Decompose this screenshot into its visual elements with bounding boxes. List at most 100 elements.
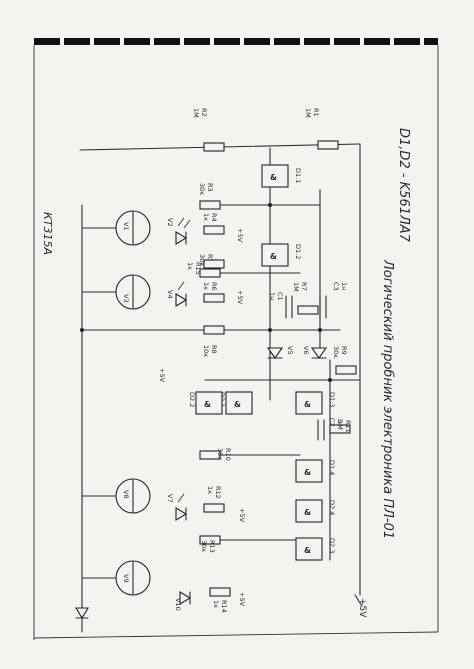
junction-dot [268,328,272,332]
junction-dot [318,328,322,332]
svg-text:C3: C3 [332,282,340,291]
led-v7: V7 [166,493,188,521]
svg-text:C2: C2 [328,418,336,427]
svg-text:V2: V2 [166,218,174,227]
gate-d2-4: & D2.4 [295,499,336,523]
led-v4: V4 [166,281,188,307]
gate-d1-1: & D1.1 [261,164,302,188]
svg-text:V9: V9 [122,574,130,583]
svg-text:&: & [304,400,311,409]
resistor-r4: R4 1к [202,213,225,235]
svg-text:1М: 1М [292,282,300,292]
gate-d2-3: & D2.3 [295,537,336,561]
capacitor-c2: C2 1н [317,418,344,441]
document-title: Логический пробник электроника ПЛ-01 [380,259,395,539]
svg-text:R15: R15 [194,262,202,275]
transistor-v9: V9 [81,560,151,596]
gate-d1-3: & D1.3 [295,391,336,415]
svg-text:R3: R3 [206,183,214,192]
chip-note: D1,D2 - K561ЛА7 [396,128,411,243]
gate-d1-2: & D1.2 [261,243,302,267]
svg-text:V3: V3 [122,294,130,303]
svg-text:R8: R8 [210,345,218,354]
svg-text:1М: 1М [336,420,344,430]
svg-text:30к: 30к [198,254,206,266]
resistor-r13: R13 30к [199,535,221,553]
svg-text:D2.4: D2.4 [328,500,336,515]
svg-text:&: & [304,508,311,517]
svg-text:&: & [304,468,311,477]
svg-text:1к: 1к [212,600,220,608]
svg-text:1к: 1к [206,486,214,494]
svg-text:&: & [204,400,211,409]
led-v2: V2 [166,217,191,245]
svg-text:1н: 1н [340,282,348,290]
svg-text:D1.1: D1.1 [294,168,302,183]
svg-text:1к: 1к [202,282,210,290]
resistor-r15: R15 1к [186,259,225,275]
junction-dot [80,328,84,332]
svg-text:D2.2: D2.2 [188,392,196,407]
resistor-r1: R1 1М [304,108,339,150]
svg-text:V7: V7 [166,494,174,503]
frame-bottom [33,631,439,639]
svg-text:&: & [270,173,277,182]
svg-text:30к: 30к [332,346,340,358]
resistor-r10: R10 30к [199,448,232,461]
plus5v-label-1: +5V [236,228,244,243]
svg-text:R7: R7 [300,282,308,291]
plus5v-label-2: +5V [236,290,244,305]
svg-text:V6: V6 [302,346,310,355]
capacitor-c3: C3 1н [319,282,348,319]
resistor-r14: R14 1к [209,587,231,613]
plus5v-label-5: +5V [238,592,246,607]
diode-v5: V5 [266,346,294,359]
svg-text:1М: 1М [192,108,200,118]
plus5v-rail-end [354,594,363,607]
gate-d1-4: & D1.4 [295,459,336,483]
svg-text:R9: R9 [340,346,348,355]
svg-text:C1: C1 [276,292,284,301]
svg-text:1к: 1к [186,262,194,270]
svg-text:10к: 10к [202,345,210,357]
svg-text:V4: V4 [166,290,174,299]
svg-text:D1.3: D1.3 [328,392,336,407]
gate-d2-1: & D2.1 [218,391,253,415]
led-v10: V10 [174,591,192,611]
junction-dot [268,203,272,207]
plus5v-label-3: +5V [158,368,166,383]
svg-text:D1.2: D1.2 [294,244,302,259]
svg-text:R11: R11 [344,420,352,433]
resistor-r9: R9 30к [332,346,357,375]
resistor-r2: R2 1М [192,108,225,152]
svg-text:V1: V1 [122,222,130,231]
svg-text:&: & [234,400,241,409]
transistor-note: КТ315А [41,212,54,255]
svg-text:V10: V10 [174,598,182,611]
svg-text:D2.3: D2.3 [328,538,336,553]
svg-text:R14: R14 [220,600,228,613]
svg-text:R6: R6 [210,282,218,291]
svg-text:R5: R5 [206,254,214,263]
svg-text:30к: 30к [198,183,206,195]
resistor-r8: R8 10к [202,325,225,357]
resistor-r12: R12 1к [203,486,225,513]
transistor-v8: V8 [81,478,151,514]
bottom-diode-body [75,607,89,620]
svg-text:R10: R10 [224,448,232,461]
svg-text:R4: R4 [210,213,218,222]
junction-dot [328,378,332,382]
svg-text:1н: 1н [268,292,276,300]
svg-text:30к: 30к [216,448,224,460]
gate-d2-2: & D2.2 [188,391,223,415]
svg-text:1н: 1н [336,418,344,426]
transistor-v1: V1 [81,210,151,246]
plus5v-main-label: +5V [357,598,367,618]
svg-text:30к: 30к [200,540,208,552]
resistor-r5: R5 30к [198,254,221,278]
svg-text:D1.4: D1.4 [328,460,336,475]
diode-v6: V6 [302,346,328,359]
sheet-top-border [34,38,438,45]
svg-text:&: & [270,252,277,261]
